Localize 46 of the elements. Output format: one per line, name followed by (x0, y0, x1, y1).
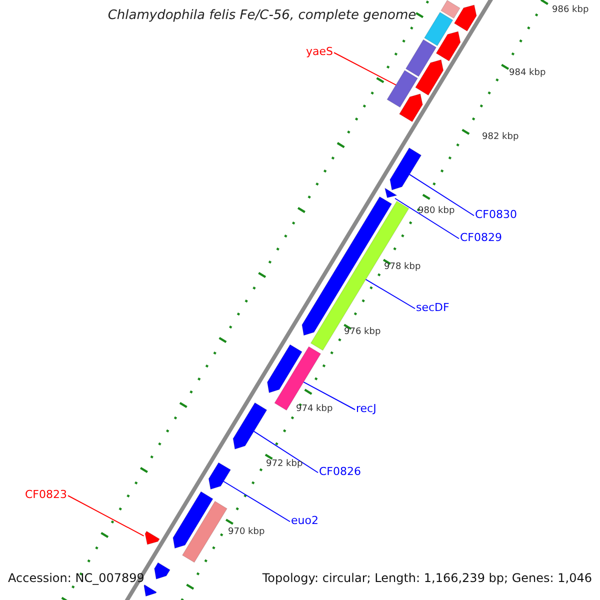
leader-line (365, 278, 416, 310)
gene-label: CF0829 (460, 232, 502, 244)
gene-block (424, 12, 454, 46)
scale-label: 976 kbp (344, 326, 381, 338)
scale-label: 978 kbp (384, 262, 421, 272)
gene-block (386, 70, 418, 108)
scale-label: 972 kbp (266, 458, 303, 470)
gene-block (208, 462, 232, 490)
gene-block (398, 94, 423, 122)
scale-label: 980 kbp (418, 206, 455, 216)
leader-line (223, 480, 290, 522)
gene-label: CF0826 (319, 466, 362, 478)
leader-line (68, 495, 144, 536)
gene-block (232, 402, 268, 450)
gene-block (415, 59, 444, 96)
gene-label: CF0823 (24, 488, 67, 502)
scale-label: 984 kbp (509, 68, 546, 78)
scale-label: 986 kbp (552, 4, 589, 16)
gene-label: CF0830 (475, 208, 518, 222)
leader-line (334, 52, 396, 86)
gene-label: euo2 (291, 514, 318, 528)
scale-label: 982 kbp (482, 132, 519, 142)
gene-block (454, 4, 477, 32)
leader-line (409, 174, 474, 216)
scale-label: 970 kbp (228, 526, 265, 538)
gene-block (390, 147, 422, 190)
gene-block (144, 584, 157, 597)
gene-label: yaeS (306, 46, 333, 58)
gene-block (144, 530, 160, 545)
gene-bar (182, 500, 228, 563)
leader-line (394, 198, 460, 240)
gene-block (440, 0, 460, 19)
gene-block (266, 344, 302, 394)
gene-label: recJ (356, 402, 376, 416)
leader-line (303, 382, 356, 410)
gene-block (154, 562, 170, 580)
gene-block (172, 491, 214, 549)
leader-line (253, 430, 318, 474)
gene-label: secDF (416, 302, 450, 314)
footer-text: Topology: circular; Length: 1,166,239 bp; Genes: 1,046 (262, 572, 592, 586)
title: Chlamydophila felis Fe/C-56, complete genome (106, 7, 418, 25)
scale-label: 974 kbp (296, 404, 333, 414)
gene-block (436, 31, 461, 62)
footer-text: Accession: NC_007899 (8, 572, 144, 586)
gene-block (405, 39, 437, 77)
gene-block (384, 188, 398, 198)
